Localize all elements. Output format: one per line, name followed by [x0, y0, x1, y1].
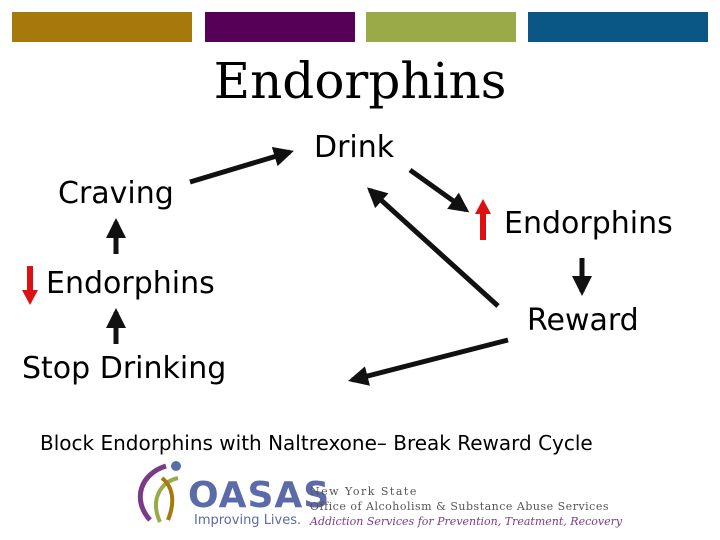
arrow-reward-to-stop-drinking [348, 337, 509, 386]
node-endorphins-left: Endorphins [46, 266, 215, 301]
agency-line-2: Office of Alcoholism & Substance Abuse S… [310, 500, 609, 513]
caption: Block Endorphins with Naltrexone– Break … [40, 431, 593, 455]
arrow-drink-to-endorphins [408, 167, 470, 213]
agency-line-3: Addiction Services for Prevention, Treat… [310, 515, 623, 528]
slide-title: Endorphins [213, 52, 507, 110]
arrow-reward-to-drink [367, 187, 500, 308]
header-bar-purple [205, 12, 355, 42]
node-craving: Craving [58, 176, 174, 211]
header-bar-blue [528, 12, 708, 42]
logo-tagline: Improving Lives. [194, 513, 302, 528]
decrease-arrow-icon [22, 266, 38, 305]
node-stop-drinking: Stop Drinking [22, 351, 227, 386]
node-reward: Reward [527, 303, 639, 338]
arrow-craving-to-drink [189, 147, 294, 185]
header-bar-green [366, 12, 516, 42]
logo-name: OASAS [188, 475, 331, 516]
node-endorphins-right: Endorphins [504, 206, 673, 241]
increase-arrow-icon [475, 199, 491, 240]
node-drink: Drink [314, 130, 395, 165]
header-bar-gold [12, 12, 192, 42]
agency-line-1: New York State [310, 485, 418, 498]
